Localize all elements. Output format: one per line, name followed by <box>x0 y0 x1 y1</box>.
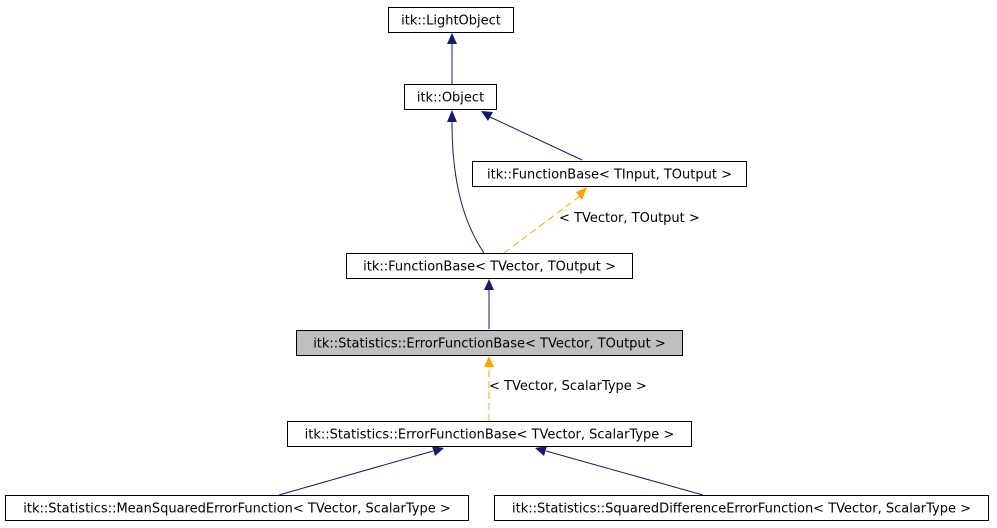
node-meansquarederrorfunction[interactable]: itk::Statistics::MeanSquaredErrorFunctio… <box>5 495 469 521</box>
node-squareddifferenceerrorfunction[interactable]: itk::Statistics::SquaredDifferenceErrorF… <box>494 495 989 521</box>
node-label: itk::Statistics::ErrorFunctionBase< TVec… <box>313 337 666 352</box>
edge-functionbase-tinput-to-object <box>481 111 583 161</box>
node-functionbase-tvector-toutput[interactable]: itk::FunctionBase< TVector, TOutput > <box>346 253 633 279</box>
node-label: itk::LightObject <box>401 14 501 29</box>
arrowhead-icon <box>576 187 587 200</box>
edge-template-tvector-scalartype <box>484 356 494 421</box>
edge-errorfunctionbase-to-functionbase <box>484 279 494 329</box>
node-itk-object[interactable]: itk::Object <box>404 84 497 110</box>
node-functionbase-tinput-toutput[interactable]: itk::FunctionBase< TInput, TOutput > <box>472 161 747 187</box>
edge-label-tvector-scalartype: < TVector, ScalarType > <box>489 379 647 394</box>
node-label: itk::Object <box>417 91 484 106</box>
arrowhead-icon <box>447 110 457 122</box>
edge-label-tvector-toutput: < TVector, TOutput > <box>559 211 700 226</box>
arrowhead-icon <box>432 446 444 456</box>
edge-functionbase-tvector-to-object <box>447 110 485 254</box>
edge-object-to-lightobject <box>447 33 457 84</box>
edge-squareddifference-to-errorfunctionbase <box>535 446 704 496</box>
node-errorfunctionbase-tvector-scalartype[interactable]: itk::Statistics::ErrorFunctionBase< TVec… <box>287 421 692 447</box>
edge-template-tvector-toutput <box>503 187 587 254</box>
node-label: itk::Statistics::SquaredDifferenceErrorF… <box>512 502 971 517</box>
arrowhead-icon <box>535 446 547 456</box>
arrowhead-icon <box>447 33 457 44</box>
node-label: itk::Statistics::ErrorFunctionBase< TVec… <box>305 428 675 443</box>
arrowhead-icon <box>484 356 494 367</box>
edge-meansquared-to-errorfunctionbase <box>278 446 444 496</box>
node-label: itk::FunctionBase< TVector, TOutput > <box>363 260 616 275</box>
node-label: itk::Statistics::MeanSquaredErrorFunctio… <box>23 502 450 517</box>
arrowhead-icon <box>481 111 493 121</box>
node-itk-lightobject[interactable]: itk::LightObject <box>388 7 514 33</box>
arrowhead-icon <box>484 279 494 290</box>
node-errorfunctionbase-tvector-toutput[interactable]: itk::Statistics::ErrorFunctionBase< TVec… <box>296 330 683 356</box>
node-label: itk::FunctionBase< TInput, TOutput > <box>487 168 732 183</box>
